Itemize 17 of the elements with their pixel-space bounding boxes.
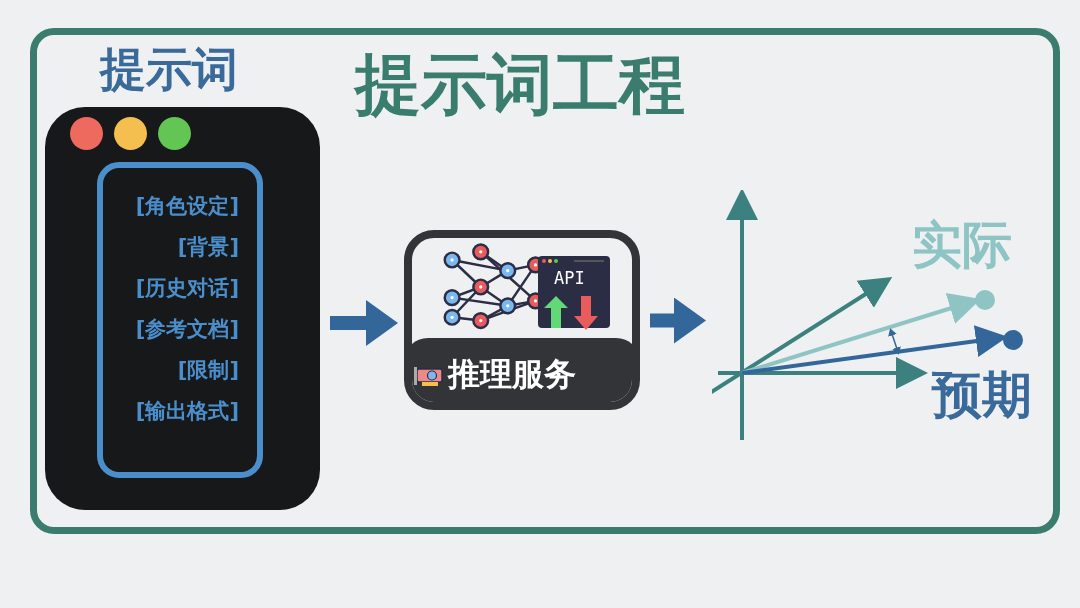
prompt-part: [角色设定] bbox=[135, 193, 239, 220]
title: 提示词工程 bbox=[355, 52, 685, 118]
prompt-part: [历史对话] bbox=[135, 275, 239, 302]
api-label: API bbox=[554, 270, 585, 287]
prompt-parts-box bbox=[97, 162, 263, 478]
window-panel bbox=[45, 107, 320, 510]
expected-label: 预期 bbox=[932, 370, 1032, 420]
prompt-part: [限制] bbox=[177, 357, 239, 384]
actual-label: 实际 bbox=[912, 220, 1012, 270]
service-card bbox=[404, 230, 640, 410]
block-arrow bbox=[650, 297, 706, 344]
prompt-part: [背景] bbox=[177, 234, 239, 261]
service-label: 推理服务 bbox=[448, 358, 576, 390]
block-arrow bbox=[330, 300, 398, 346]
heading: 提示词 bbox=[100, 46, 238, 92]
prompt-part: [参考文档] bbox=[135, 316, 239, 343]
prompt-part: [输出格式] bbox=[135, 398, 239, 425]
